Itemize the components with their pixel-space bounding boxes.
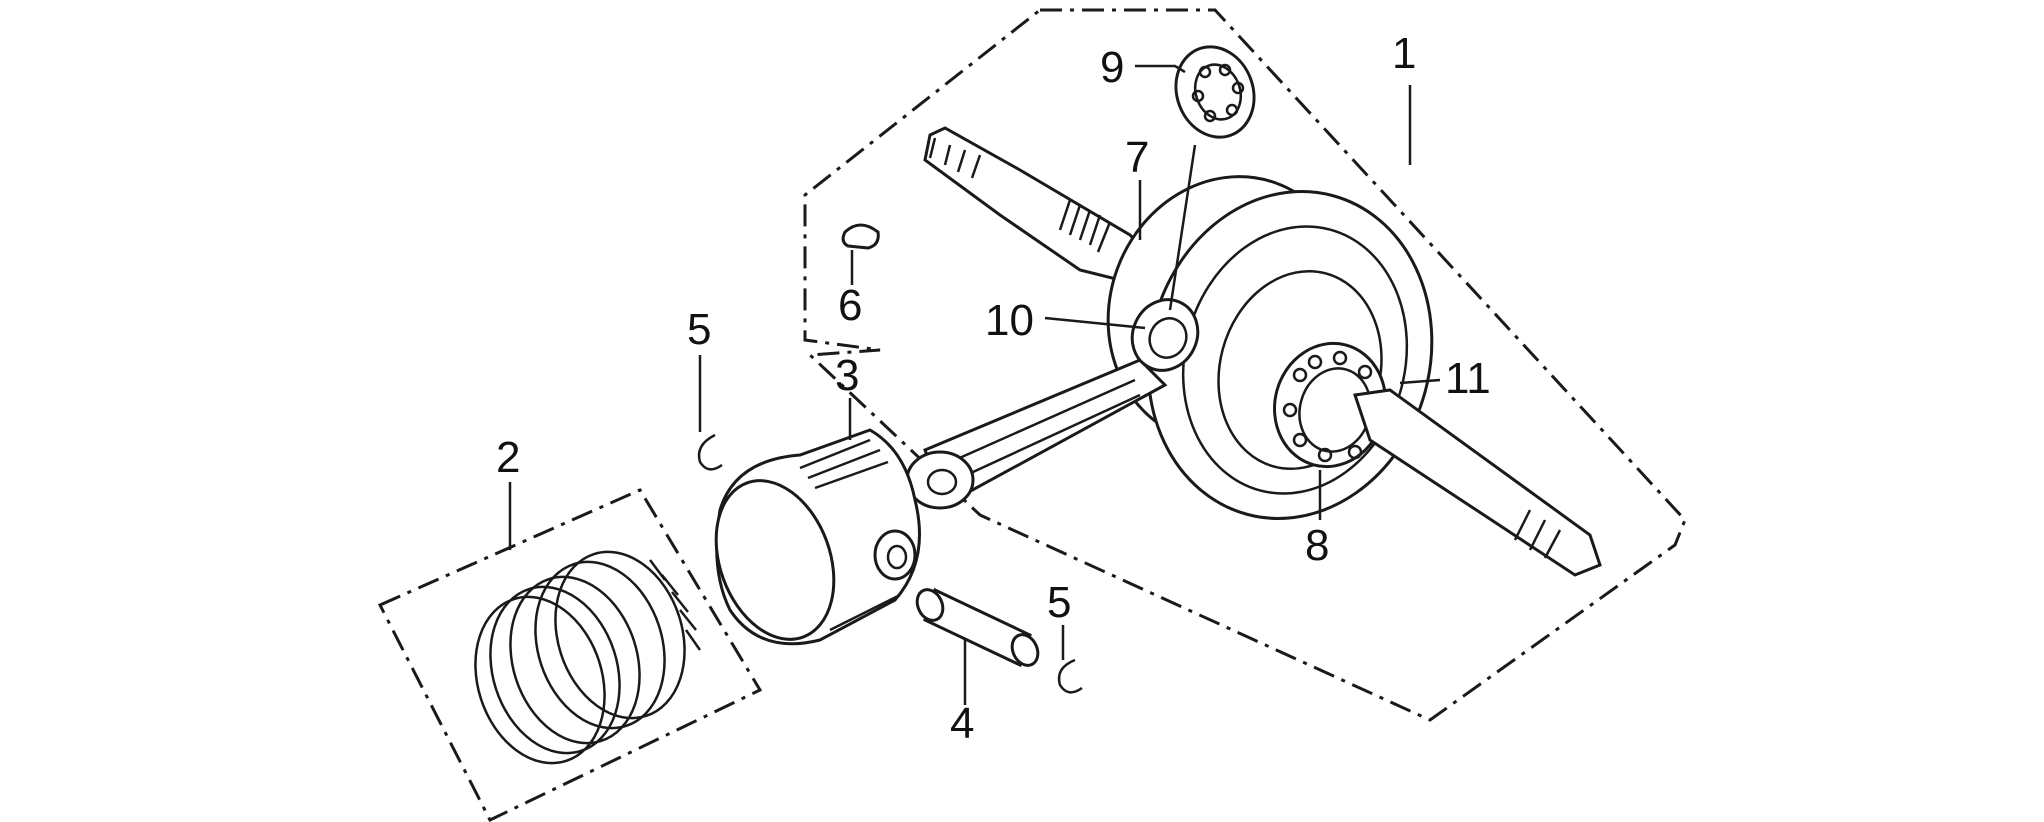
piston-ring-set: [474, 550, 702, 765]
piston: [714, 428, 921, 646]
woodruff-key: [841, 223, 880, 250]
crankshaft-right-shaft: [1353, 388, 1602, 577]
callout-7: 7: [1125, 133, 1149, 182]
leader-9: [1135, 64, 1186, 74]
callout-9: 9: [1100, 43, 1124, 92]
leader-9b: [1168, 144, 1197, 311]
callout-11: 11: [1445, 354, 1491, 403]
crank-pin-bearing: [1130, 298, 1200, 372]
callout-4: 4: [950, 699, 974, 748]
crankshaft-left-shaft: [923, 126, 1153, 282]
piston-ring-set-outline: [377, 488, 763, 822]
leader-11: [1399, 378, 1441, 385]
callout-5b: 5: [1047, 578, 1071, 627]
callout-6: 6: [838, 281, 862, 330]
callout-3: 3: [835, 351, 859, 400]
piston-pin: [915, 587, 1040, 668]
circlip-upper: [697, 433, 723, 471]
callout-1: 1: [1392, 29, 1416, 78]
right-main-bearing: [1273, 341, 1387, 469]
left-main-bearing: [1174, 45, 1256, 139]
callout-10: 10: [985, 296, 1034, 345]
callout-5a: 5: [687, 305, 711, 354]
crankshaft-assembly-outline: [803, 8, 1687, 722]
circlip-lower: [1057, 658, 1083, 694]
leader-10: [1044, 316, 1146, 330]
callout-2: 2: [496, 433, 520, 482]
callout-8: 8: [1305, 521, 1329, 570]
connecting-rod: [905, 358, 1168, 510]
